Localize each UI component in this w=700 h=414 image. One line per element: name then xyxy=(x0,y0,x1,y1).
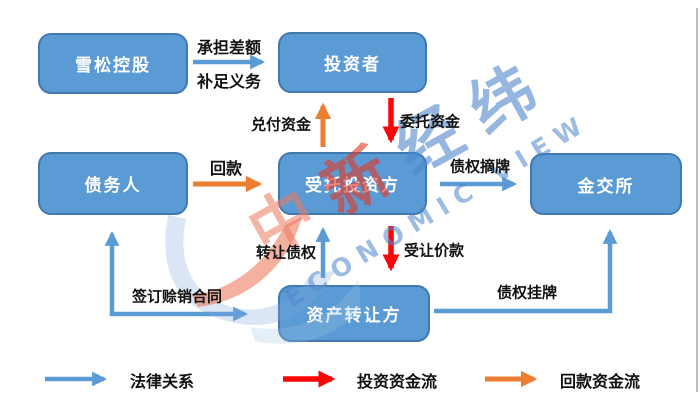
label-claims-delist: 债权摘牌 xyxy=(449,157,511,176)
label-repayment: 回款 xyxy=(209,159,243,178)
label-assume-difference: 承担差额 xyxy=(196,38,262,57)
legend-label-repayment-flow: 回款资金流 xyxy=(560,372,641,391)
node-entrusted-investor: 受托投资方 xyxy=(278,152,427,215)
legend-label-legal-relation: 法律关系 xyxy=(130,372,195,391)
page-edge-divider xyxy=(696,8,698,392)
label-redeem-funds: 兑付资金 xyxy=(250,115,312,134)
node-gold-exchange: 金交所 xyxy=(530,153,682,215)
node-xuesong-holdings: 雪松控股 xyxy=(38,33,188,94)
label-claims-listing: 债权挂牌 xyxy=(496,283,558,302)
label-transfer-price: 受让价款 xyxy=(403,241,465,260)
node-investors: 投资者 xyxy=(278,32,427,93)
label-make-up-obligation: 补足义务 xyxy=(196,72,262,91)
legend-label-investment-flow: 投资资金流 xyxy=(357,372,438,391)
label-entrust-funds: 委托资金 xyxy=(399,112,461,131)
node-debtor: 债务人 xyxy=(38,152,188,215)
node-asset-transferor: 资产转让方 xyxy=(278,285,430,342)
label-credit-sale-contract: 签订赊销合同 xyxy=(131,287,223,306)
label-transfer-claims: 转让债权 xyxy=(255,243,317,262)
